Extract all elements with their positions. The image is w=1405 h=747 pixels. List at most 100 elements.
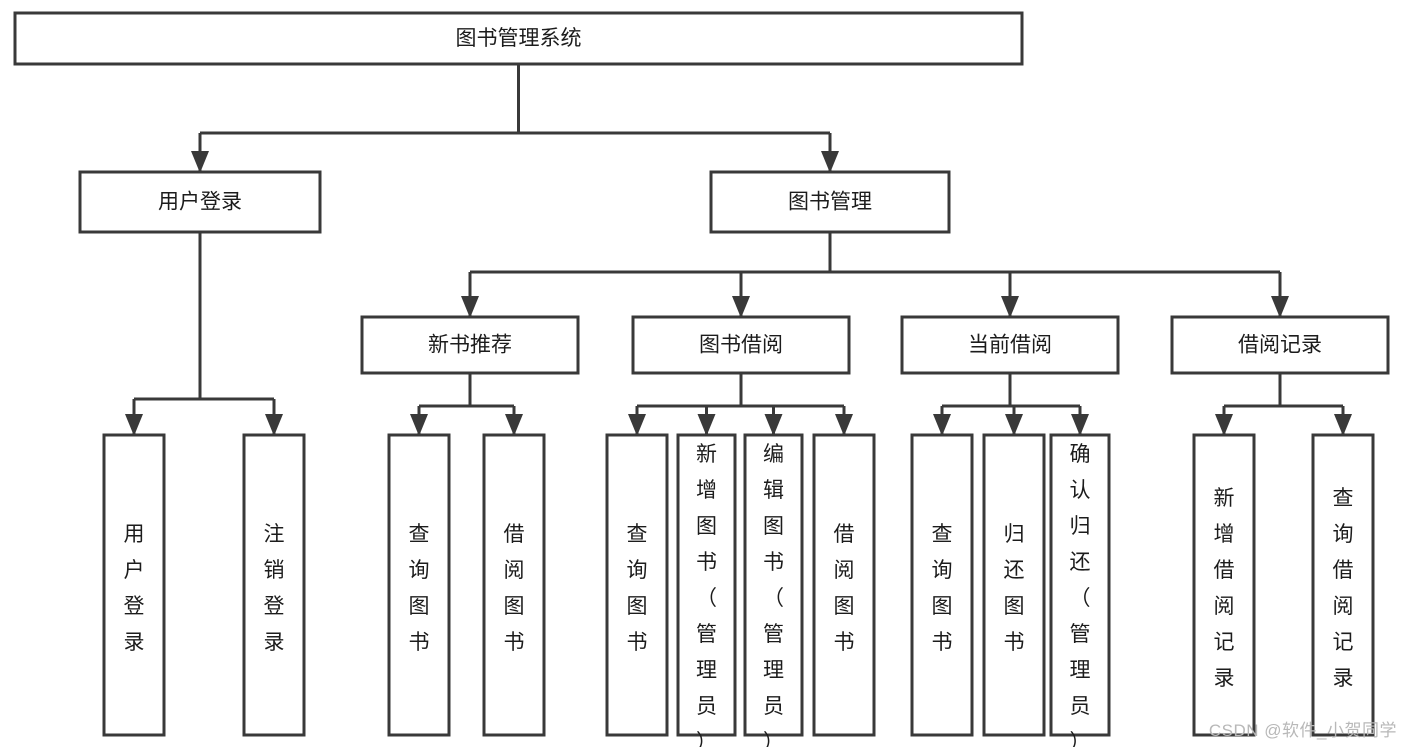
node-label-char: 图 bbox=[763, 515, 784, 538]
node-box bbox=[910, 433, 974, 737]
node-root[interactable]: 图书管理系统 bbox=[13, 11, 1024, 66]
node-box bbox=[1170, 315, 1390, 375]
node-box bbox=[360, 315, 580, 375]
arrow-head bbox=[1271, 296, 1289, 318]
node-label-char: 用 bbox=[124, 523, 145, 546]
node-label-char: （ bbox=[763, 587, 784, 610]
node-box bbox=[900, 315, 1120, 375]
node-label: 图书管理系统 bbox=[456, 27, 582, 50]
arrow-head bbox=[125, 414, 143, 436]
arrow-head bbox=[191, 151, 209, 173]
arrow-head bbox=[697, 414, 716, 436]
node-label-char: 确 bbox=[1070, 443, 1091, 466]
node-label-char: 记 bbox=[1214, 631, 1235, 654]
node-book-borrow[interactable]: 图书借阅 bbox=[631, 315, 851, 375]
node-user-login[interactable]: 用户登录 bbox=[78, 170, 322, 234]
node-label-char: 询 bbox=[627, 559, 648, 582]
node-label-char: 书 bbox=[627, 631, 648, 654]
arrow-head bbox=[1071, 414, 1089, 436]
node-new-book-rec[interactable]: 新书推荐 bbox=[360, 315, 580, 375]
node-label-char: 员 bbox=[763, 695, 784, 718]
node-label-char: 管 bbox=[1070, 623, 1091, 646]
node-label-char: 阅 bbox=[504, 559, 525, 582]
node-label-char: 归 bbox=[1070, 515, 1091, 538]
node-label-char: 辑 bbox=[763, 479, 784, 502]
node-label-char: 询 bbox=[1333, 523, 1354, 546]
node-label-char: 记 bbox=[1333, 631, 1354, 654]
node-label-char: 书 bbox=[932, 631, 953, 654]
node-box bbox=[1311, 433, 1375, 737]
node-label-char: 书 bbox=[763, 551, 784, 574]
node-label-char: 员 bbox=[696, 695, 717, 718]
node-box bbox=[982, 433, 1046, 737]
node-label-char: 登 bbox=[124, 595, 145, 618]
connectors-layer bbox=[125, 64, 1352, 436]
node-label-char: 管 bbox=[763, 623, 784, 646]
node-label-char: 录 bbox=[1333, 667, 1354, 690]
arrow-head bbox=[1005, 414, 1023, 436]
node-current-borrow[interactable]: 当前借阅 bbox=[900, 315, 1120, 375]
node-label-char: （ bbox=[1070, 587, 1091, 610]
node-label-char: 录 bbox=[264, 631, 285, 654]
arrow-head bbox=[821, 151, 839, 173]
node-label-char: 书 bbox=[409, 631, 430, 654]
node-label-char: 户 bbox=[124, 559, 145, 582]
node-label-char: 查 bbox=[932, 523, 953, 546]
node-label-char: 询 bbox=[409, 559, 430, 582]
node-borrow-record[interactable]: 借阅记录 bbox=[1170, 315, 1390, 375]
node-box bbox=[676, 433, 737, 737]
node-box bbox=[605, 433, 669, 737]
node-box bbox=[1192, 433, 1256, 737]
node-label-char: 理 bbox=[1070, 659, 1091, 682]
node-label-char: 理 bbox=[696, 659, 717, 682]
node-label-char: 认 bbox=[1070, 479, 1091, 502]
node-label-char: 书 bbox=[1004, 631, 1025, 654]
node-label-char: 阅 bbox=[1333, 595, 1354, 618]
node-box bbox=[709, 170, 951, 234]
arrow-head bbox=[1215, 414, 1233, 436]
node-box bbox=[812, 433, 876, 737]
node-label: 用户登录 bbox=[158, 191, 242, 214]
node-label: 借阅记录 bbox=[1238, 334, 1322, 357]
node-label-char: 还 bbox=[1004, 559, 1025, 582]
node-label-char: 增 bbox=[696, 479, 717, 502]
node-label-char: 借 bbox=[834, 523, 855, 546]
node-label-char: （ bbox=[696, 587, 717, 610]
node-label-char: 编 bbox=[763, 443, 784, 466]
node-label-char: 借 bbox=[504, 523, 525, 546]
arrow-head bbox=[628, 414, 646, 436]
node-label-char: 书 bbox=[504, 631, 525, 654]
node-leaf-user-login[interactable]: 用户登录 bbox=[102, 433, 166, 737]
node-label-char: 图 bbox=[696, 515, 717, 538]
node-book-manage[interactable]: 图书管理 bbox=[709, 170, 951, 234]
arrow-head bbox=[933, 414, 951, 436]
node-label-char: 管 bbox=[696, 623, 717, 646]
node-label-char: 销 bbox=[264, 559, 285, 582]
node-label-char: 新 bbox=[696, 443, 717, 466]
node-label-char: 图 bbox=[409, 595, 430, 618]
arrow-head bbox=[1334, 414, 1352, 436]
node-label-char: 书 bbox=[834, 631, 855, 654]
node-label: 图书管理 bbox=[788, 191, 872, 214]
node-label-char: 归 bbox=[1004, 523, 1025, 546]
node-label-char: 理 bbox=[763, 659, 784, 682]
node-label-char: 图 bbox=[834, 595, 855, 618]
node-box bbox=[78, 170, 322, 234]
node-label-char: 图 bbox=[627, 595, 648, 618]
arrow-head bbox=[265, 414, 283, 436]
node-box bbox=[743, 433, 804, 737]
